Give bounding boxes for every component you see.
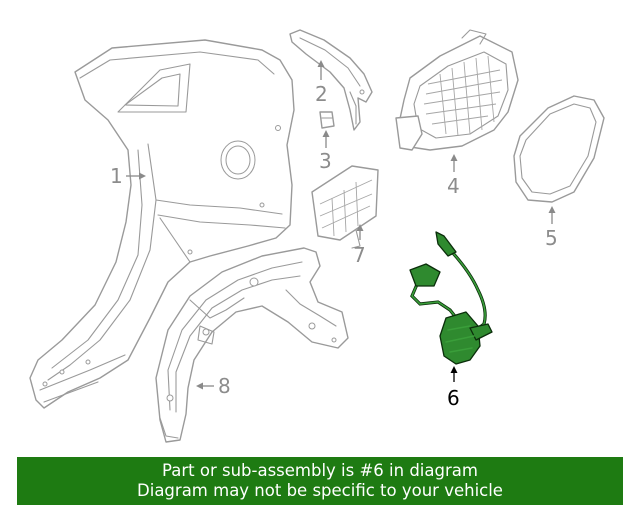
banner-line-part-number: Part or sub-assembly is #6 in diagram	[162, 461, 478, 480]
callout-2: 2	[315, 82, 328, 106]
part-8-wheel-liner	[155, 247, 349, 443]
leader-lines	[126, 60, 556, 390]
leader-5	[548, 206, 556, 224]
part-7-vent-grille	[311, 165, 379, 249]
callout-5: 5	[545, 226, 558, 250]
callout-6: 6	[447, 386, 460, 410]
part-5-fuel-door	[513, 95, 605, 203]
leader-7	[356, 224, 364, 240]
part-6-fuel-door-actuator	[409, 231, 493, 365]
callout-3: 3	[319, 149, 332, 173]
leader-8	[196, 382, 214, 390]
info-banner: Part or sub-assembly is #6 in diagram Di…	[17, 457, 623, 505]
callout-1: 1	[110, 164, 123, 188]
leader-2	[317, 60, 325, 80]
leader-4	[450, 154, 458, 172]
callout-labels: 1 2 3 4 5 6 7 8	[110, 82, 558, 410]
part-4-fuel-filler-housing	[395, 29, 519, 151]
callout-4: 4	[447, 174, 460, 198]
leader-6	[450, 366, 458, 382]
callout-7: 7	[353, 243, 366, 267]
leader-3	[322, 130, 330, 148]
parts-diagram: 1 2 3 4 5 6 7 8	[29, 29, 605, 443]
banner-line-disclaimer: Diagram may not be specific to your vehi…	[137, 481, 503, 500]
callout-8: 8	[218, 374, 231, 398]
part-3-clip	[319, 111, 335, 129]
part-1-quarter-panel	[29, 39, 295, 409]
leader-1	[126, 172, 146, 180]
part-2-bracket	[289, 29, 373, 131]
